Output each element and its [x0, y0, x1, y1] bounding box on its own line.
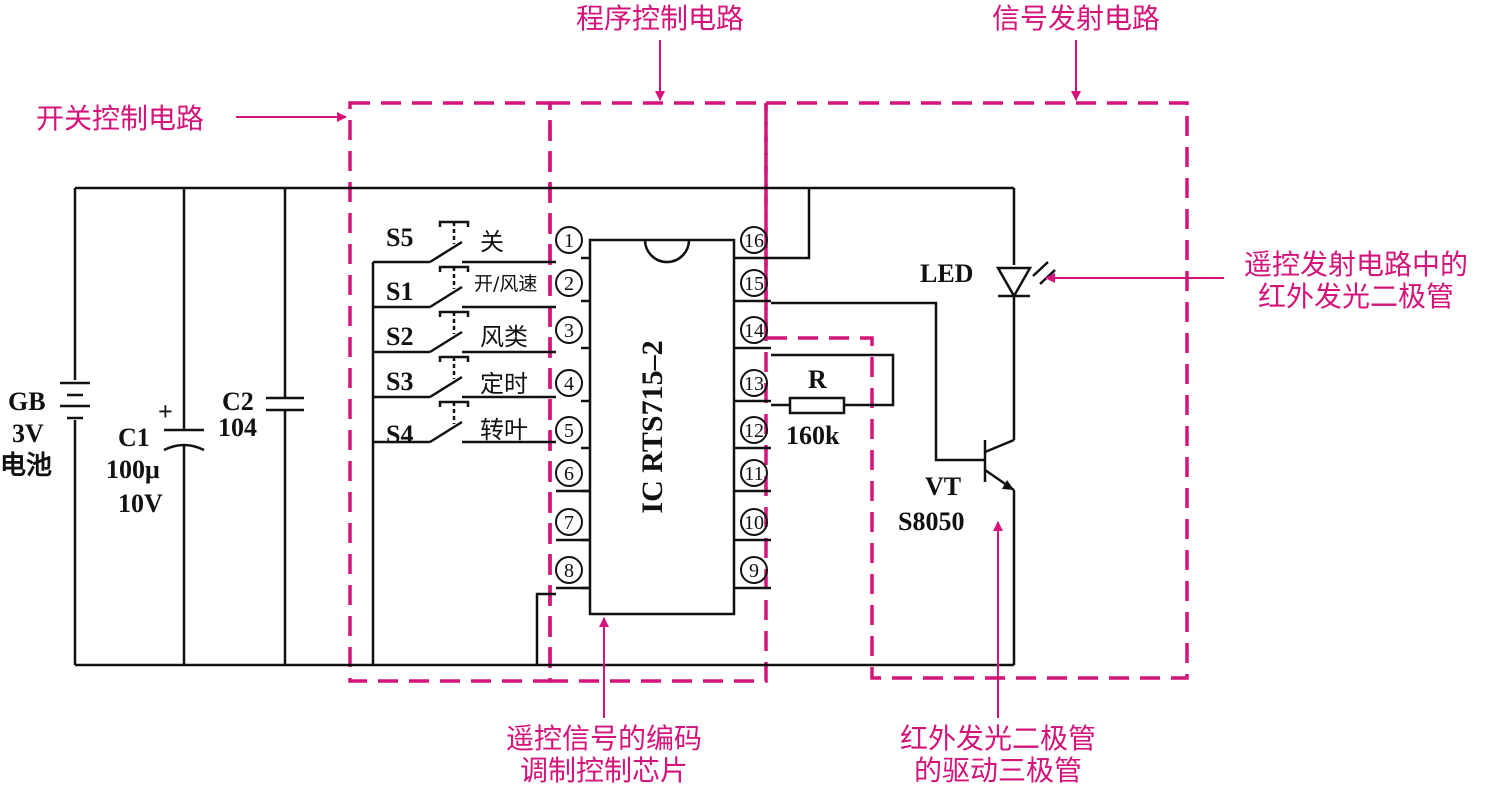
ic-pin-right: 15 [734, 269, 771, 303]
ic-pin-left: 1 [555, 226, 590, 260]
pin-number: 3 [564, 320, 574, 342]
ic-pin-left: 6 [555, 459, 590, 493]
switch-name: S5 [386, 223, 413, 252]
switch-s2: S2 风类 [373, 310, 556, 354]
switch-name: S1 [386, 277, 413, 306]
power-section [60, 186, 1014, 667]
ic-pin-left: 3 [555, 316, 590, 350]
ic-pin-left: 2 [555, 269, 590, 303]
ic-pin-right: 13 [734, 369, 771, 403]
annotation-driver-line2: 的驱动三极管 [914, 754, 1082, 785]
pin-number: 13 [744, 373, 764, 395]
ic-pin-right: 14 [734, 316, 771, 350]
resistor-name: R [808, 365, 827, 394]
ic-pin-right: 10 [734, 508, 771, 542]
c1-symbol [163, 428, 205, 452]
c1-plus: + [158, 397, 173, 426]
ic-pin-right: 9 [734, 556, 771, 590]
pin-number: 4 [564, 373, 574, 395]
pin-number: 12 [744, 420, 764, 442]
ic-pin-right: 16 [734, 226, 771, 260]
switch-label: 关 [480, 228, 504, 256]
annotation-ir-led-line1: 遥控发射电路中的 [1244, 248, 1468, 281]
switch-label: 风类 [480, 323, 528, 351]
ic-pin-left: 4 [555, 369, 590, 403]
annotation-chip-line2: 调制控制芯片 [520, 754, 688, 785]
pin-number: 11 [744, 463, 763, 485]
ic-pin-right: 12 [734, 416, 771, 450]
c1-voltage: 10V [118, 489, 163, 518]
annotations: 程序控制电路 信号发射电路 开关控制电路 遥控发射电路中的 红外发光二极管 遥控… [36, 2, 1468, 785]
pin-number: 5 [564, 420, 574, 442]
region-boxes [348, 101, 1189, 683]
program-control-region [548, 101, 768, 683]
pin-number: 7 [564, 512, 574, 534]
transistor-name: VT [925, 472, 961, 501]
annotation-switch-control: 开关控制电路 [36, 102, 204, 135]
pin-number: 2 [564, 273, 574, 295]
right-wiring [535, 188, 1056, 665]
ic-pin-right: 11 [734, 459, 771, 493]
switch-name: S4 [386, 420, 413, 449]
resistor-symbol [788, 396, 846, 415]
pin-number: 15 [744, 273, 764, 295]
pin-number: 8 [564, 560, 574, 582]
pin-number: 1 [564, 230, 574, 252]
annotation-program-control: 程序控制电路 [576, 2, 744, 35]
switch-label: 开/风速 [474, 273, 537, 295]
component-labels: GB 3V 电池 + C1 100μ 10V C2 104 R 160k LED… [0, 259, 973, 536]
ic-pin-left: 5 [555, 416, 590, 450]
ic-chip: IC RTS715–2 1 16 2 15 3 14 4 13 5 12 6 11 7 10 8 9 [555, 226, 771, 616]
pin-number: 6 [564, 463, 574, 485]
switch-control-region [348, 101, 552, 683]
switch-label: 定时 [480, 370, 528, 398]
switch-s1: S1 开/风速 [373, 265, 556, 309]
ic-pin-left: 8 [555, 556, 590, 590]
annotation-chip-line1: 遥控信号的编码 [506, 722, 702, 755]
switch-s5: S5 关 [373, 220, 556, 264]
led-name: LED [920, 259, 973, 288]
c2-symbol [266, 396, 304, 412]
annotation-signal-transmit: 信号发射电路 [992, 2, 1160, 35]
switch-name: S3 [386, 367, 413, 396]
battery-symbol [60, 381, 90, 420]
signal-transmit-region [764, 101, 1189, 680]
switch-s4: S4 转叶 [373, 400, 556, 449]
c2-value: 104 [218, 413, 257, 442]
ic-label: IC RTS715–2 [636, 340, 669, 513]
battery-type: 电池 [0, 451, 52, 481]
c1-name: C1 [118, 423, 150, 452]
annotation-driver-line1: 红外发光二极管 [900, 722, 1096, 755]
transistor-symbol [983, 438, 1015, 492]
pin-number: 10 [744, 512, 764, 534]
resistor-value: 160k [786, 421, 840, 450]
ic-pin-left: 7 [555, 508, 590, 542]
pin-number: 14 [744, 320, 764, 342]
c1-value: 100μ [106, 455, 160, 484]
battery-name: GB [8, 387, 46, 416]
switch-s3: S3 定时 [373, 355, 556, 399]
transistor-model: S8050 [898, 507, 964, 536]
battery-voltage: 3V [12, 419, 44, 448]
pin-number: 16 [744, 230, 764, 252]
c2-name: C2 [222, 387, 254, 416]
switch-bank: S5 关 S1 开/风速 S2 风类 S3 定时 S4 转叶 [371, 220, 556, 665]
switch-label: 转叶 [480, 416, 528, 444]
pin-number: 9 [749, 560, 759, 582]
annotation-ir-led-line2: 红外发光二极管 [1258, 280, 1454, 313]
switch-name: S2 [386, 322, 413, 351]
